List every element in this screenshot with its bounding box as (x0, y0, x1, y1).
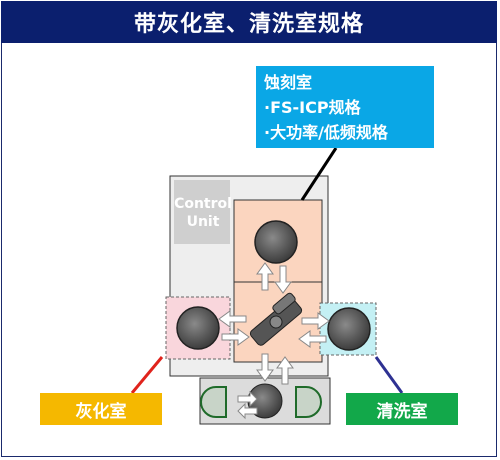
load-port-left (200, 386, 227, 418)
cleaning-pointer-line (374, 356, 404, 394)
ashing-wafer (176, 306, 220, 350)
control-unit-line-2: Unit (186, 214, 220, 230)
ashing-pointer-line (130, 356, 164, 394)
transfer-robot (249, 292, 303, 346)
cleaning-wafer (327, 307, 371, 351)
load-port-right (295, 386, 322, 418)
ashing-chamber-tag: 灰化室 (40, 393, 162, 425)
etch-spec-high-power: ·大功率/低频规格 (264, 123, 388, 142)
control-unit-line-1: Control (174, 196, 232, 212)
etch-chamber-name: 蚀刻室 (264, 73, 313, 92)
transfer-arrows (218, 262, 330, 420)
etch-wafer (254, 220, 298, 264)
control-unit-label: Control Unit (174, 195, 232, 231)
etch-spec-fs-icp: ·FS-ICP规格 (264, 98, 361, 117)
cleaning-chamber-tag: 清洗室 (346, 393, 458, 425)
etch-chamber-label: 蚀刻室 ·FS-ICP规格 ·大功率/低频规格 (256, 66, 434, 148)
page-title: 带灰化室、清洗室规格 (1, 1, 497, 43)
etch-pointer-line (300, 147, 338, 201)
control-unit-box (174, 180, 230, 244)
